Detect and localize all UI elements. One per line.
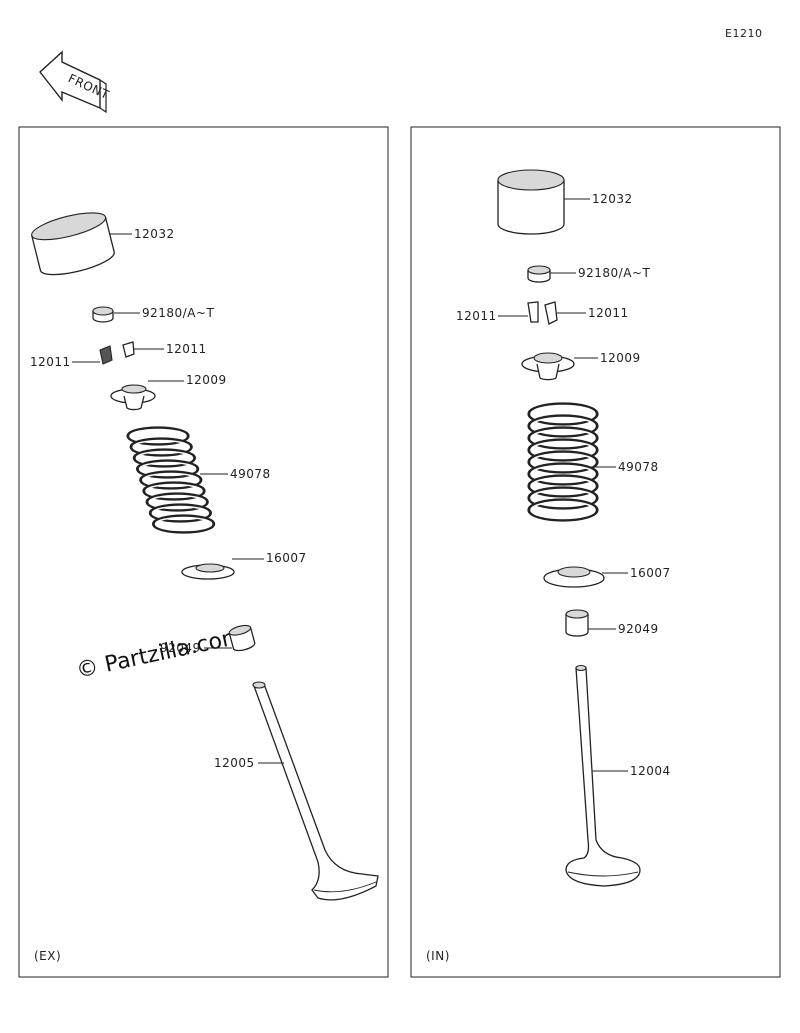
- spring-coil: [139, 470, 203, 490]
- in-label-cotter-left: 12011: [456, 309, 497, 323]
- in-label-cotter-right: 12011: [588, 306, 629, 320]
- spring-coil: [129, 437, 193, 457]
- spring-coil-highlight: [530, 452, 596, 472]
- spring-coil: [126, 426, 190, 446]
- in-label-seat: 16007: [630, 566, 671, 580]
- spring-coil-highlight: [151, 505, 210, 521]
- spring-coil: [132, 448, 196, 468]
- ex-spring-part: [126, 426, 216, 534]
- spring-coil-highlight: [530, 476, 596, 496]
- exhaust-caption: (EX): [34, 949, 61, 963]
- ex-valve-part: [252, 681, 379, 901]
- spring-coil: [152, 514, 216, 534]
- ex-label-cotter-left: 12011: [30, 355, 71, 369]
- exhaust-panel-frame: [18, 126, 389, 978]
- spring-coil-highlight: [138, 461, 197, 477]
- spring-coil: [142, 481, 206, 501]
- in-cotter-right-part: [544, 301, 558, 325]
- spring-coil: [136, 459, 200, 479]
- in-spring-part: [527, 402, 599, 522]
- ex-label-spring: 49078: [230, 467, 271, 481]
- front-arrow-icon: FRONT: [39, 50, 112, 114]
- in-label-retainer: 12009: [600, 351, 641, 365]
- in-seat-part: [543, 566, 605, 588]
- spring-coil-highlight: [530, 416, 596, 436]
- in-valve-part: [565, 664, 641, 887]
- spring-coil: [527, 402, 599, 426]
- spring-coil-highlight: [530, 428, 596, 448]
- spring-coil: [527, 438, 599, 462]
- in-label-valve: 12004: [630, 764, 671, 778]
- ex-stem-seal-part: [228, 624, 256, 652]
- intake-caption: (IN): [426, 949, 450, 963]
- spring-coil-highlight: [530, 500, 596, 520]
- intake-panel: (IN) 12032 92180/A~T 12011 12011 12009: [410, 126, 781, 978]
- spring-coil-highlight: [154, 516, 213, 532]
- ex-label-cotter-right: 12011: [166, 342, 207, 356]
- spring-coil: [145, 492, 209, 512]
- spring-coil: [527, 498, 599, 522]
- spring-coil: [527, 426, 599, 450]
- ex-label-stem-seal: 92049: [160, 641, 201, 655]
- in-shim-part: [527, 265, 551, 283]
- ex-label-retainer: 12009: [186, 373, 227, 387]
- ex-cotter-left-part: [99, 345, 113, 365]
- in-tappet-part: [497, 169, 565, 235]
- ex-label-shim: 92180/A~T: [142, 306, 214, 320]
- ex-label-seat: 16007: [266, 551, 307, 565]
- spring-coil: [527, 486, 599, 510]
- in-label-tappet: 12032: [592, 192, 633, 206]
- spring-coil-highlight: [530, 440, 596, 460]
- ex-label-tappet: 12032: [134, 227, 175, 241]
- ex-tappet-part: [31, 212, 115, 276]
- spring-coil-highlight: [530, 404, 596, 424]
- ex-shim-part: [92, 306, 114, 323]
- in-label-spring: 49078: [618, 460, 659, 474]
- spring-coil-highlight: [145, 483, 203, 499]
- spring-coil-highlight: [530, 488, 596, 508]
- spring-coil: [527, 450, 599, 474]
- spring-coil: [527, 414, 599, 438]
- spring-coil: [527, 462, 599, 486]
- exhaust-panel: (EX) 12032 92180/A~T 12011 12011 12009: [18, 126, 389, 978]
- spring-coil: [148, 503, 212, 523]
- in-stem-seal-part: [565, 609, 589, 637]
- in-cotter-left-part: [527, 301, 539, 323]
- ex-seat-part: [181, 563, 235, 580]
- spring-coil-highlight: [129, 428, 187, 444]
- spring-coil-highlight: [148, 494, 206, 510]
- spring-coil-highlight: [530, 464, 596, 484]
- spring-coil: [527, 474, 599, 498]
- diagram-code: E1210: [725, 27, 762, 40]
- ex-cotter-right-part: [122, 341, 135, 358]
- spring-coil-highlight: [135, 450, 194, 466]
- spring-coil-highlight: [142, 472, 200, 488]
- spring-coil-highlight: [132, 439, 190, 455]
- in-label-stem-seal: 92049: [618, 622, 659, 636]
- ex-retainer-part: [110, 384, 156, 411]
- ex-label-valve: 12005: [214, 756, 255, 770]
- in-label-shim: 92180/A~T: [578, 266, 650, 280]
- intake-panel-frame: [410, 126, 781, 978]
- in-retainer-part: [521, 352, 575, 381]
